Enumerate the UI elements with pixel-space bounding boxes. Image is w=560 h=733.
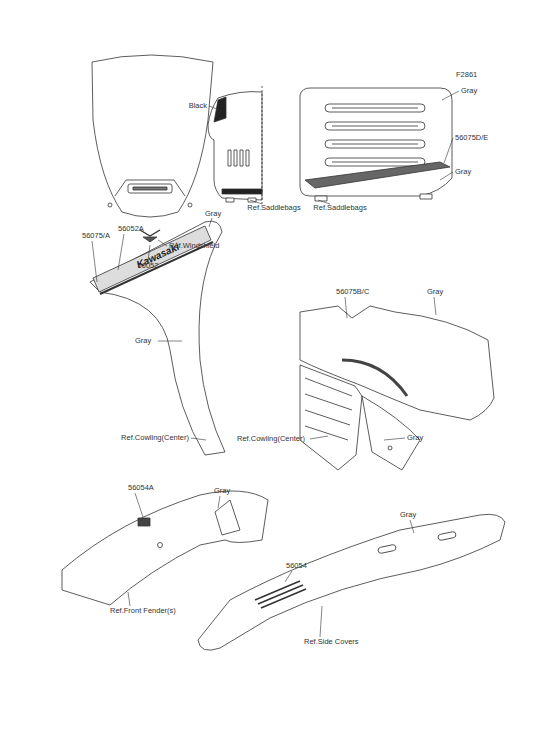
part-label: F2861 [456,71,477,79]
callout-number: 56054A [128,484,154,492]
saddlebag-rear [300,88,452,201]
part-label: Gray [400,511,416,519]
cowling-center [90,221,225,455]
side-cover [198,514,505,650]
part-label: Gray [205,210,221,218]
reference-label: Ref.Front Fender(s) [110,607,176,615]
leader-lines [92,91,459,637]
windshield [92,55,213,242]
part-label: Gray [455,168,471,176]
part-label: Black [189,102,207,110]
reference-label: Ref.Side Covers [304,638,359,646]
reference-label: Ref.Cowling(Center) [237,435,305,443]
reference-label: Ref.Cowling(Center) [121,434,189,442]
part-label: Gray [427,288,443,296]
callout-number: 56075/A [82,232,110,240]
part-label: Gray [407,434,423,442]
saddlebag-side [208,86,262,204]
front-fender [62,491,268,605]
part-label: Gray [461,87,477,95]
part-label: Gray [214,487,230,495]
reference-label: Ref.Saddlebags [247,204,300,212]
cowling-center-side [300,306,494,470]
callout-number: 56075B/C [336,288,369,296]
callout-number: 56052A [118,225,144,233]
callout-number: 56054 [286,562,307,570]
part-label: Gray [135,337,151,345]
callout-number: 56075D/E [455,134,488,142]
reference-label: Ref.Saddlebags [313,204,366,212]
